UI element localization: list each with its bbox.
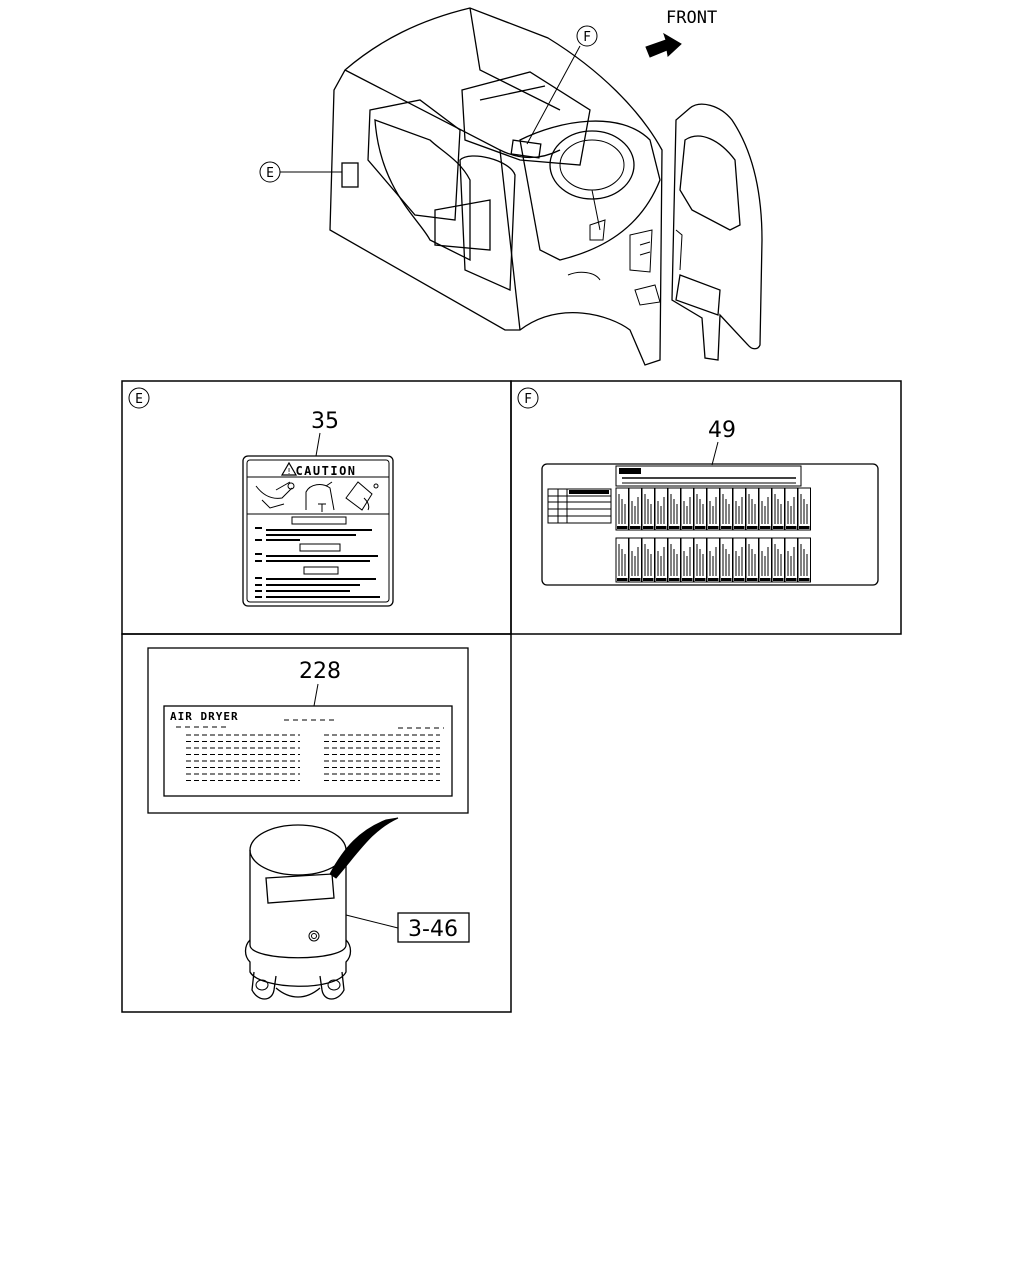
crush-hazard-pictogram [255, 481, 295, 509]
fuse-grid [615, 487, 811, 583]
reference-3-46: 3-46 [408, 917, 458, 942]
panel-e-marker: E [135, 392, 143, 407]
reference-leader [345, 914, 399, 929]
panel-e: E 35 ! CAUTION [128, 387, 394, 607]
part-number-228: 228 [299, 659, 341, 684]
callout-e: E [259, 161, 342, 183]
panel-air-dryer-frame [121, 633, 512, 1013]
air-dryer-label: AIR DRYER [163, 705, 453, 797]
cab-tilt-pictogram [305, 481, 335, 512]
callout-e-label: E [266, 166, 274, 181]
caution-label: ! CAUTION [242, 455, 394, 607]
fuse-chart-label [541, 463, 879, 586]
warning-triangle-icon [280, 461, 298, 476]
callout-f: F [526, 25, 598, 145]
reference-box [397, 912, 470, 943]
front-direction-indicator: FRONT [645, 8, 717, 58]
cab-illustration [329, 7, 763, 366]
caution-title: CAUTION [295, 464, 356, 478]
front-arrow-icon [645, 32, 682, 58]
panel-air-dryer: 228 AIR DRYER 3-46 [147, 647, 470, 1000]
part-number-49: 49 [708, 418, 736, 443]
callout-f-label: F [583, 30, 591, 45]
front-label: FRONT [666, 8, 717, 28]
svg-text:!: ! [287, 467, 292, 476]
panel-f: F 49 [517, 387, 879, 586]
panel-f-marker: F [524, 392, 532, 407]
air-dryer-canister [244, 817, 399, 1000]
panel-f-frame [510, 380, 902, 635]
cab-lock-pictogram [345, 481, 379, 511]
part-number-35: 35 [311, 409, 339, 434]
air-dryer-title: AIR DRYER [170, 710, 239, 723]
